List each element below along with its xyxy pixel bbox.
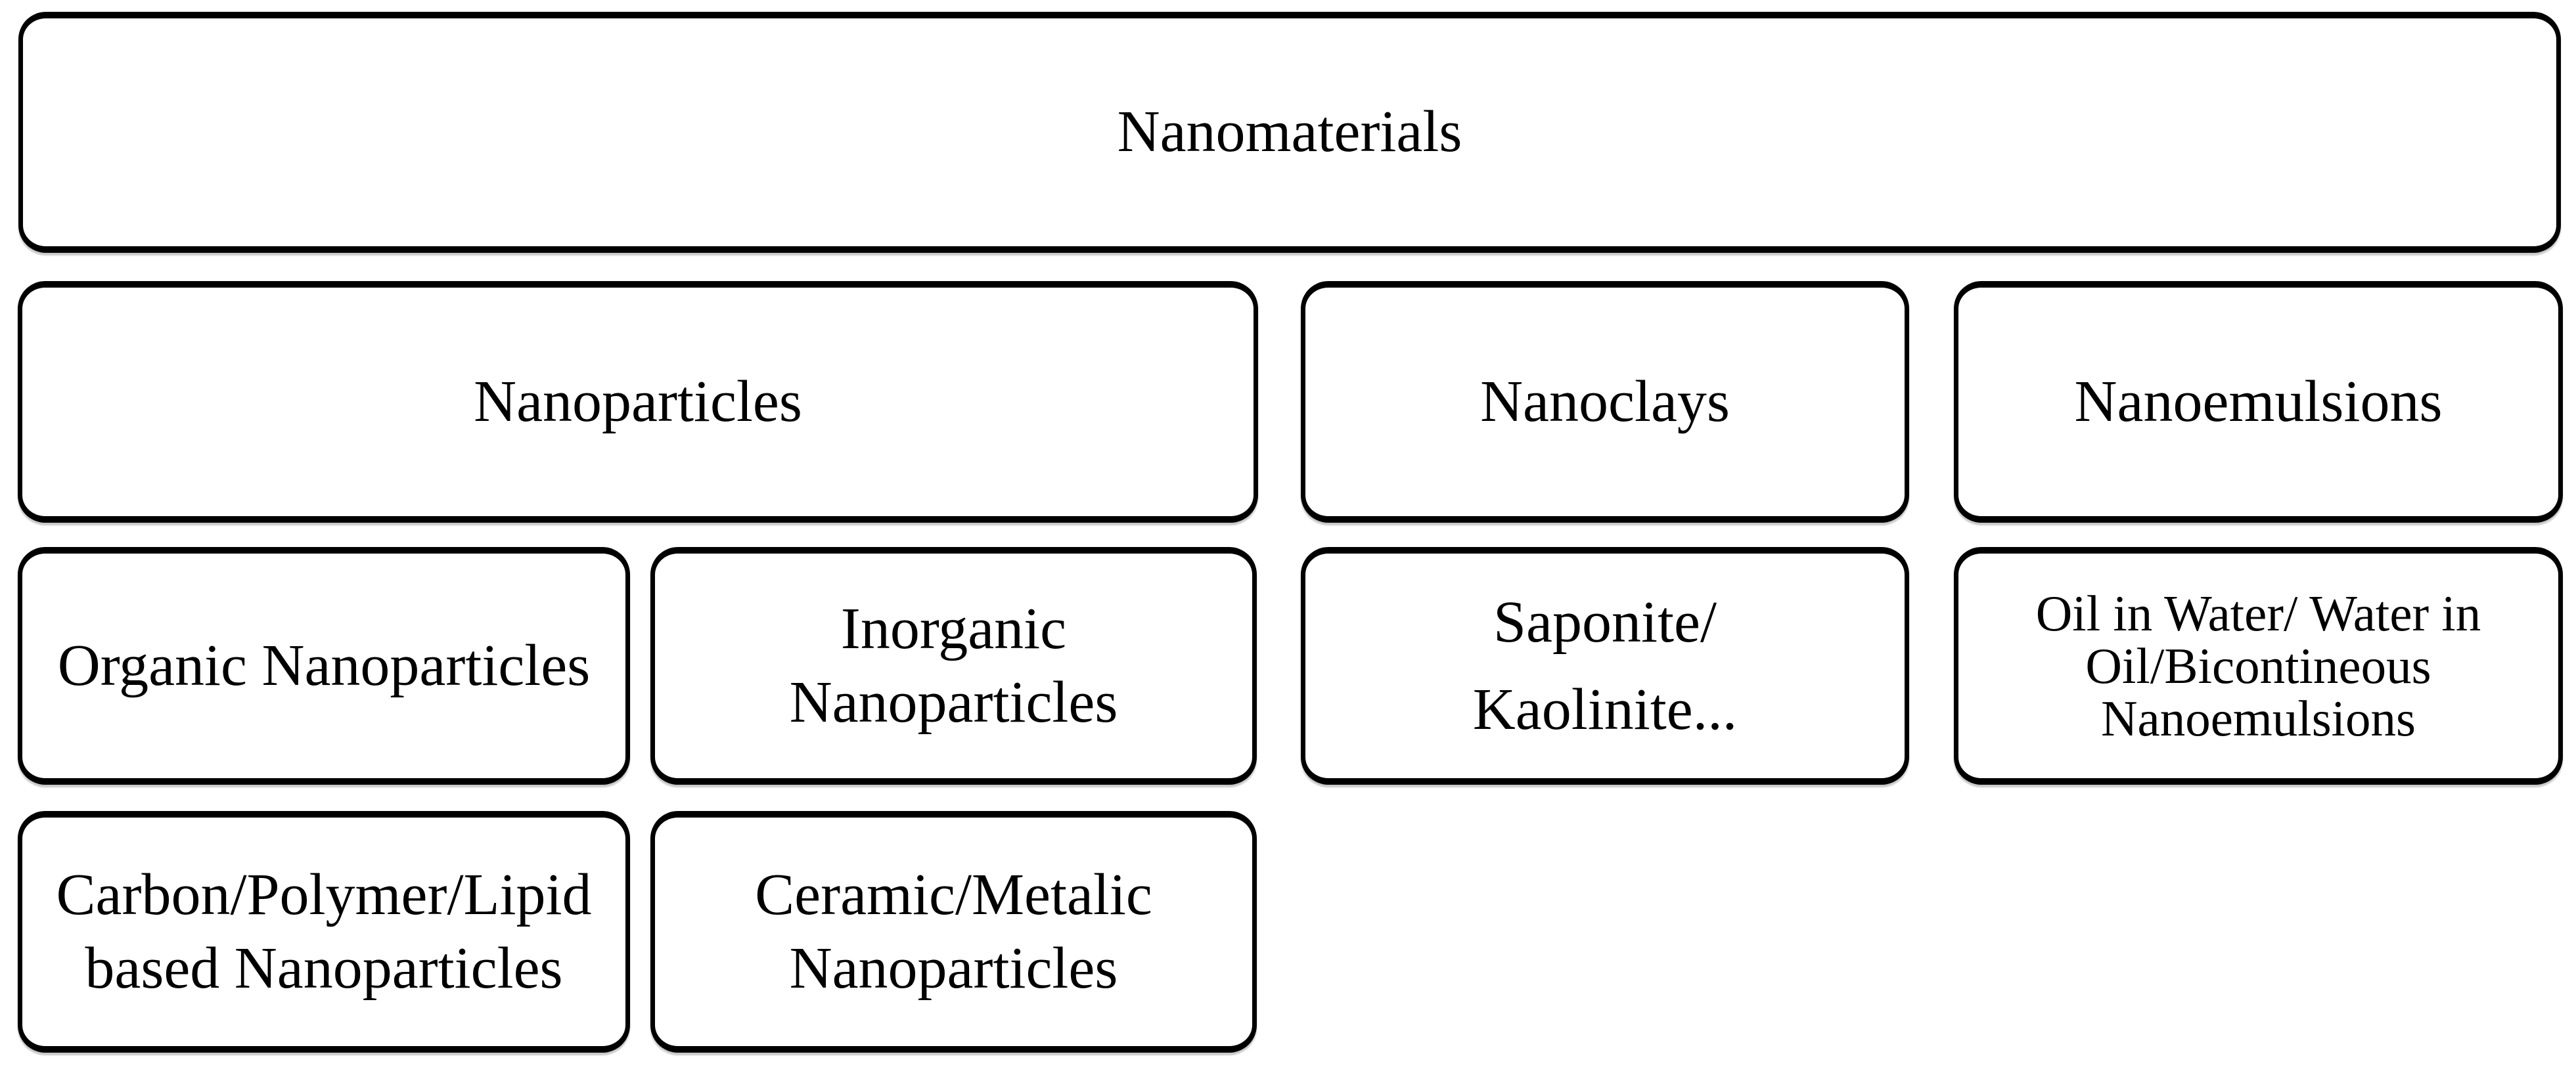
node-nanoclays-label: Nanoclays <box>1480 368 1730 434</box>
node-organic-nanoparticles: Organic Nanoparticles <box>18 547 630 785</box>
node-oil-in-water-nanoemulsions: Oil in Water/ Water in Oil/Bicontineous … <box>1954 547 2563 785</box>
node-nanomaterials: Nanomaterials <box>18 12 2561 253</box>
node-oil-in-water-nanoemulsions-label: Oil in Water/ Water in Oil/Bicontineous … <box>2035 584 2481 747</box>
node-inorganic-nanoparticles-label: Inorganic Nanoparticles <box>789 596 1118 735</box>
node-saponite-kaolinite-label: Saponite/ Kaolinite... <box>1472 589 1738 742</box>
node-carbon-polymer-lipid-nanoparticles: Carbon/Polymer/Lipid based Nanoparticles <box>18 811 630 1053</box>
node-ceramic-metalic-nanoparticles-label: Ceramic/Metalic Nanoparticles <box>755 862 1152 1001</box>
node-ceramic-metalic-nanoparticles: Ceramic/Metalic Nanoparticles <box>650 811 1257 1053</box>
node-organic-nanoparticles-label: Organic Nanoparticles <box>57 632 591 698</box>
node-nanoemulsions-label: Nanoemulsions <box>2074 368 2443 434</box>
node-nanoparticles-label: Nanoparticles <box>474 368 802 434</box>
node-nanomaterials-label: Nanomaterials <box>1117 99 1462 165</box>
node-nanoclays: Nanoclays <box>1301 281 1909 523</box>
node-saponite-kaolinite: Saponite/ Kaolinite... <box>1301 547 1909 785</box>
node-inorganic-nanoparticles: Inorganic Nanoparticles <box>650 547 1257 785</box>
node-nanoemulsions: Nanoemulsions <box>1954 281 2563 523</box>
node-nanoparticles: Nanoparticles <box>18 281 1258 523</box>
node-carbon-polymer-lipid-nanoparticles-label: Carbon/Polymer/Lipid based Nanoparticles <box>56 862 592 1001</box>
